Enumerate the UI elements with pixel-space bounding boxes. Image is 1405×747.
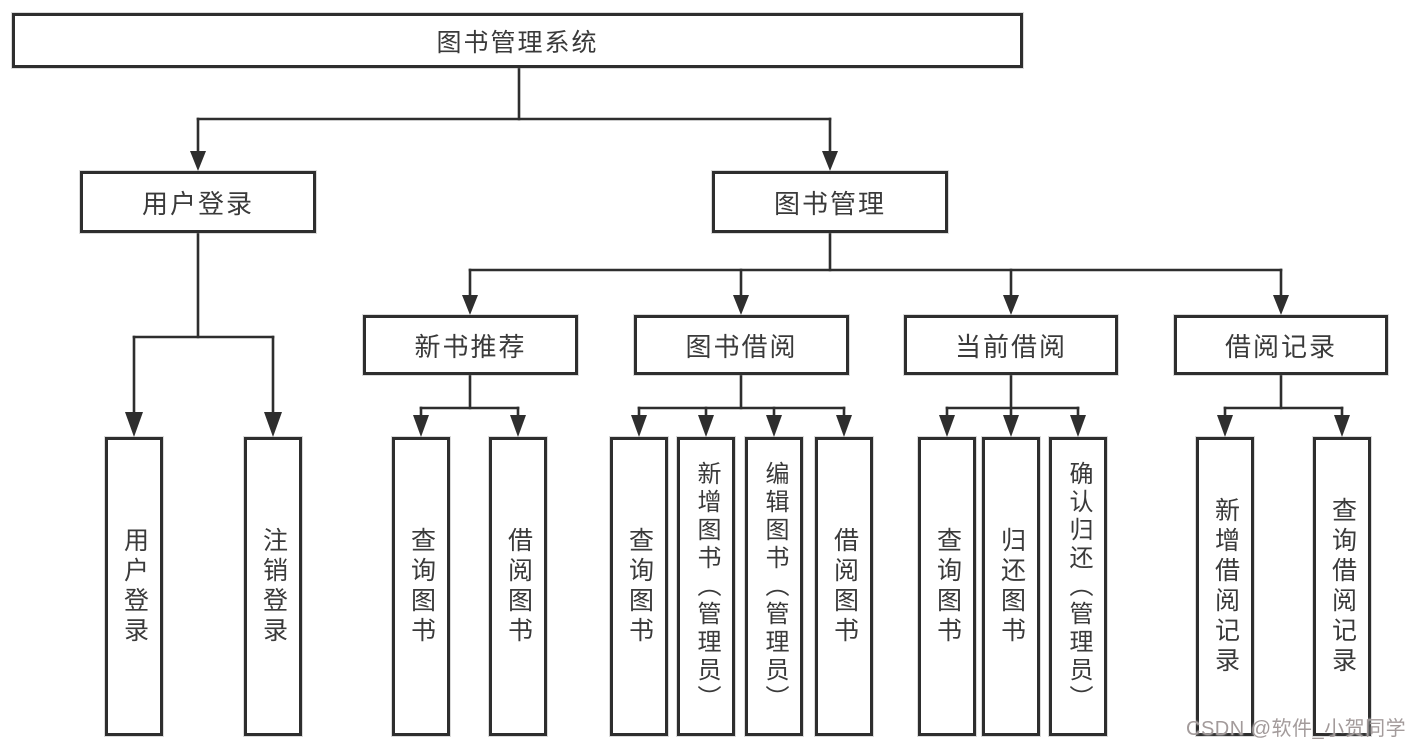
leaf-return-books: 归还图书	[982, 437, 1040, 736]
leaf-label: 借阅图书	[830, 526, 859, 647]
leaf-label: 归还图书	[997, 526, 1026, 647]
node-library-management-system: 图书管理系统	[12, 13, 1023, 68]
leaf-query-books-borrow: 查询图书	[610, 437, 668, 736]
leaf-query-books-recommend: 查询图书	[392, 437, 450, 736]
leaf-label: 新增借阅记录	[1211, 496, 1240, 677]
leaf-label: 借阅图书	[504, 526, 533, 647]
node-book-borrow: 图书借阅	[634, 315, 849, 375]
root-label: 图书管理系统	[436, 28, 599, 57]
node-label: 图书借阅	[685, 331, 798, 362]
leaf-add-borrow-record: 新增借阅记录	[1196, 437, 1254, 736]
leaf-label: 用户登录	[120, 526, 149, 647]
csdn-watermark: CSDN @软件_小贺同学	[1186, 718, 1405, 740]
leaf-user-login: 用户登录	[105, 437, 163, 736]
leaf-query-borrow-record: 查询借阅记录	[1313, 437, 1371, 736]
node-label: 图书管理	[773, 188, 886, 219]
node-new-book-recommend: 新书推荐	[363, 315, 578, 375]
leaf-label: 新增图书（管理员）	[693, 460, 720, 713]
leaf-query-books-current: 查询图书	[918, 437, 976, 736]
leaf-confirm-return-admin: 确认归还（管理员）	[1049, 437, 1107, 736]
leaf-logout-login: 注销登录	[244, 437, 302, 736]
node-label: 新书推荐	[414, 331, 527, 362]
node-borrow-records: 借阅记录	[1174, 315, 1388, 375]
node-user-login: 用户登录	[80, 171, 316, 233]
node-label: 借阅记录	[1224, 331, 1337, 362]
leaf-label: 查询图书	[625, 526, 654, 647]
node-book-management: 图书管理	[712, 171, 948, 233]
leaf-label: 查询图书	[407, 526, 436, 647]
node-label: 当前借阅	[954, 331, 1067, 362]
leaf-label: 查询图书	[933, 526, 962, 647]
arrowheads	[125, 151, 1350, 437]
leaf-label: 查询借阅记录	[1328, 496, 1357, 677]
leaf-edit-books-admin: 编辑图书（管理员）	[745, 437, 803, 736]
leaf-label: 注销登录	[259, 526, 288, 647]
leaf-label: 编辑图书（管理员）	[761, 460, 788, 713]
node-label: 用户登录	[141, 188, 254, 219]
node-current-borrow: 当前借阅	[904, 315, 1118, 375]
leaf-add-books-admin: 新增图书（管理员）	[677, 437, 735, 736]
leaf-label: 确认归还（管理员）	[1065, 460, 1092, 713]
leaf-borrow-books-recommend: 借阅图书	[489, 437, 547, 736]
leaf-borrow-books: 借阅图书	[815, 437, 873, 736]
